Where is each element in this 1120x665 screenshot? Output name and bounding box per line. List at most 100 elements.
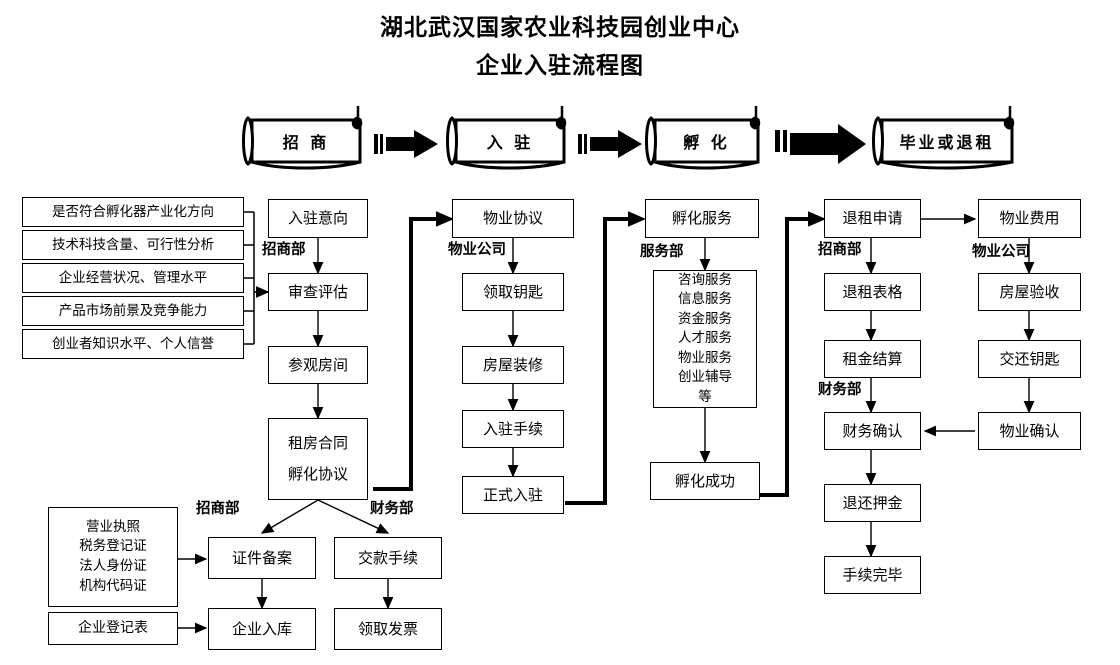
step-property-fee[interactable]: 物业费用 bbox=[978, 199, 1081, 238]
step-renovation-label: 房屋装修 bbox=[482, 355, 543, 374]
connector-incubation-to-exit bbox=[760, 217, 821, 497]
criteria-bracket bbox=[244, 211, 255, 345]
service-item-1: 咨询服务 bbox=[678, 271, 732, 288]
document-item-1: 营业执照 bbox=[86, 518, 140, 535]
dept-label-bottom-finance: 财务部 bbox=[370, 501, 414, 517]
document-item-3: 法人身份证 bbox=[79, 558, 147, 574]
step-intent[interactable]: 入驻意向 bbox=[268, 199, 368, 238]
step-rent-settlement[interactable]: 租金结算 bbox=[824, 340, 921, 378]
step-renovation[interactable]: 房屋装修 bbox=[462, 346, 564, 384]
step-procedures-complete[interactable]: 手续完毕 bbox=[824, 556, 921, 594]
step-movein-procedures[interactable]: 入驻手续 bbox=[462, 410, 564, 448]
document-item-2: 税务登记证 bbox=[79, 538, 147, 555]
step-official-movein-label: 正式入驻 bbox=[482, 485, 543, 504]
step-enterprise-entry-label: 企业入库 bbox=[231, 619, 292, 638]
step-get-keys-label: 领取钥匙 bbox=[482, 282, 543, 301]
stage-banner-investment-label: 招 商 bbox=[282, 133, 330, 152]
criteria-box-4[interactable]: 产品市场前景及竞争能力 bbox=[22, 296, 244, 326]
step-property-fee-label: 物业费用 bbox=[999, 209, 1060, 228]
step-exit-request-label: 退租申请 bbox=[842, 209, 903, 228]
service-item-7: 等 bbox=[698, 388, 712, 405]
step-document-filing-label: 证件备案 bbox=[231, 548, 292, 567]
stage-arrow-2 bbox=[578, 130, 642, 158]
incubation-services-list[interactable]: 咨询服务 信息服务 资金服务 人才服务 物业服务 创业辅导 等 bbox=[653, 270, 757, 408]
connector-movein-to-incubation bbox=[565, 217, 641, 505]
step-deposit-refund[interactable]: 退还押金 bbox=[824, 484, 921, 522]
stage-banner-movein-label: 入 驻 bbox=[486, 133, 534, 152]
step-get-keys[interactable]: 领取钥匙 bbox=[462, 273, 564, 311]
step-exit-request[interactable]: 退租申请 bbox=[824, 199, 921, 238]
criteria-box-5[interactable]: 创业者知识水平、个人信誉 bbox=[22, 329, 244, 359]
stage-arrow-3 bbox=[775, 124, 866, 164]
step-visit-room[interactable]: 参观房间 bbox=[268, 346, 368, 384]
dept-label-investment: 招商部 bbox=[262, 242, 306, 258]
step-property-agreement-label: 物业协议 bbox=[482, 209, 543, 228]
step-incubation-service-label: 孵化服务 bbox=[671, 209, 732, 228]
step-get-invoice[interactable]: 领取发票 bbox=[334, 608, 442, 650]
step-incubation-success-label: 孵化成功 bbox=[674, 471, 735, 490]
step-incubation-service[interactable]: 孵化服务 bbox=[645, 199, 759, 238]
service-item-5: 物业服务 bbox=[678, 349, 732, 366]
document-item-4: 机构代码证 bbox=[79, 577, 147, 594]
dept-label-finance: 财务部 bbox=[818, 382, 862, 398]
step-payment-procedures[interactable]: 交款手续 bbox=[334, 537, 442, 579]
documents-list-box[interactable]: 营业执照 税务登记证 法人身份证 机构代码证 bbox=[48, 507, 178, 607]
service-item-6: 创业辅导 bbox=[678, 369, 732, 386]
step-visit-room-label: 参观房间 bbox=[287, 355, 348, 374]
step-official-movein[interactable]: 正式入驻 bbox=[462, 476, 564, 514]
dept-label-property-company: 物业公司 bbox=[448, 242, 506, 258]
step-return-keys[interactable]: 交还钥匙 bbox=[978, 340, 1081, 378]
step-contract[interactable]: 租房合同 孵化协议 bbox=[268, 418, 368, 500]
step-incubation-success[interactable]: 孵化成功 bbox=[650, 462, 760, 500]
stage-banner-investment[interactable]: 招 商 bbox=[252, 120, 360, 162]
step-document-filing[interactable]: 证件备案 bbox=[208, 537, 316, 579]
criteria-label-4: 产品市场前景及竞争能力 bbox=[58, 302, 208, 319]
criteria-box-3[interactable]: 企业经营状况、管理水平 bbox=[22, 263, 244, 293]
stage-banner-incubation[interactable]: 孵 化 bbox=[655, 120, 758, 162]
step-exit-form-label: 退租表格 bbox=[842, 282, 903, 301]
step-rent-settlement-label: 租金结算 bbox=[842, 349, 903, 368]
step-property-agreement[interactable]: 物业协议 bbox=[452, 199, 574, 238]
registration-form-label: 企业登记表 bbox=[78, 619, 148, 636]
criteria-box-1[interactable]: 是否符合孵化器产业化方向 bbox=[22, 197, 244, 227]
step-house-inspection[interactable]: 房屋验收 bbox=[978, 273, 1081, 311]
step-review[interactable]: 审查评估 bbox=[268, 273, 368, 311]
dept-label-exit-property-company: 物业公司 bbox=[972, 244, 1030, 260]
stage-banner-graduation[interactable]: 毕业或退租 bbox=[882, 120, 1012, 162]
page-title-line1: 湖北武汉国家农业科技园创业中心 bbox=[380, 15, 740, 41]
step-payment-procedures-label: 交款手续 bbox=[357, 548, 418, 567]
criteria-label-3: 企业经营状况、管理水平 bbox=[58, 269, 208, 286]
connector-contract-to-property bbox=[373, 217, 449, 491]
step-contract-line1: 租房合同 bbox=[287, 434, 348, 453]
step-enterprise-entry[interactable]: 企业入库 bbox=[208, 608, 316, 650]
step-movein-procedures-label: 入驻手续 bbox=[482, 419, 543, 438]
dept-label-bottom-investment: 招商部 bbox=[196, 501, 240, 517]
criteria-label-2: 技术科技含量、可行性分析 bbox=[52, 236, 214, 253]
dept-label-exit-investment: 招商部 bbox=[818, 242, 862, 258]
step-house-inspection-label: 房屋验收 bbox=[999, 282, 1060, 301]
step-return-keys-label: 交还钥匙 bbox=[999, 349, 1060, 368]
service-item-3: 资金服务 bbox=[678, 310, 732, 327]
step-procedures-complete-label: 手续完毕 bbox=[842, 565, 903, 584]
criteria-box-2[interactable]: 技术科技含量、可行性分析 bbox=[22, 230, 244, 260]
step-deposit-refund-label: 退还押金 bbox=[842, 493, 903, 512]
step-property-confirm[interactable]: 物业确认 bbox=[978, 412, 1081, 450]
step-property-confirm-label: 物业确认 bbox=[999, 421, 1060, 440]
service-item-2: 信息服务 bbox=[678, 291, 732, 308]
step-review-label: 审查评估 bbox=[287, 282, 348, 301]
step-finance-confirm-label: 财务确认 bbox=[842, 421, 903, 440]
step-finance-confirm[interactable]: 财务确认 bbox=[824, 412, 921, 450]
step-contract-line2: 孵化协议 bbox=[287, 465, 348, 483]
stage-banner-movein[interactable]: 入 驻 bbox=[456, 120, 564, 162]
stage-arrow-1 bbox=[374, 130, 438, 158]
step-get-invoice-label: 领取发票 bbox=[357, 619, 418, 638]
criteria-label-5: 创业者知识水平、个人信誉 bbox=[52, 335, 214, 352]
step-exit-form[interactable]: 退租表格 bbox=[824, 273, 921, 311]
registration-form-box[interactable]: 企业登记表 bbox=[48, 612, 178, 645]
page-title-line2: 企业入驻流程图 bbox=[476, 53, 644, 79]
criteria-label-1: 是否符合孵化器产业化方向 bbox=[52, 203, 214, 220]
stage-banner-graduation-label: 毕业或退租 bbox=[899, 133, 995, 152]
dept-label-service: 服务部 bbox=[640, 244, 684, 260]
step-intent-label: 入驻意向 bbox=[287, 209, 348, 228]
